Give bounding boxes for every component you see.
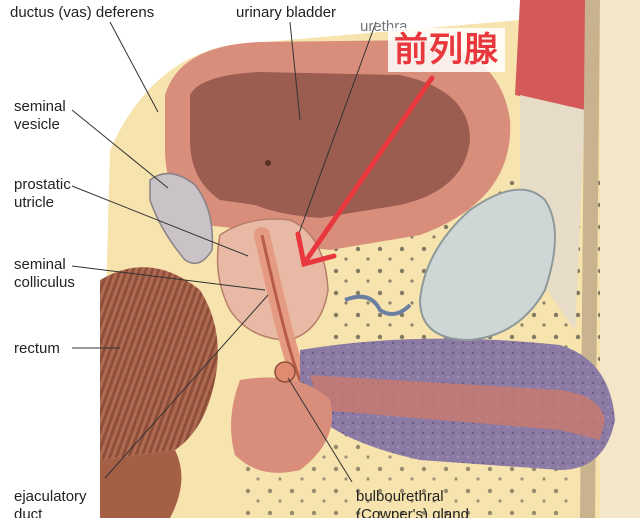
label-prostatic-utricle: prostatic utricle: [14, 176, 71, 211]
label-rectum: rectum: [14, 340, 60, 357]
seminal-vesicle-shape: [149, 172, 214, 265]
annotation-prostate-japanese: 前列腺: [388, 28, 505, 72]
label-bulbourethral-gland: bulbourethral (Cowper's) gland: [356, 488, 469, 518]
rectum-shape: [100, 267, 218, 460]
bladder-cavity: [190, 72, 470, 218]
label-ejaculatory-duct: ejaculatory duct: [14, 488, 87, 518]
annotation-arrow: [295, 75, 435, 268]
label-ductus-deferens: ductus (vas) deferens: [10, 4, 155, 21]
label-seminal-vesicle: seminal vesicle: [14, 98, 66, 133]
bulbourethral-gland-shape: [274, 361, 296, 383]
label-seminal-colliculus: seminal colliculus: [14, 256, 75, 291]
leader-lines: [71, 21, 377, 483]
abdominal-muscle: [515, 0, 600, 110]
testis-shape: [418, 188, 556, 342]
label-urinary-bladder: urinary bladder: [236, 4, 337, 21]
